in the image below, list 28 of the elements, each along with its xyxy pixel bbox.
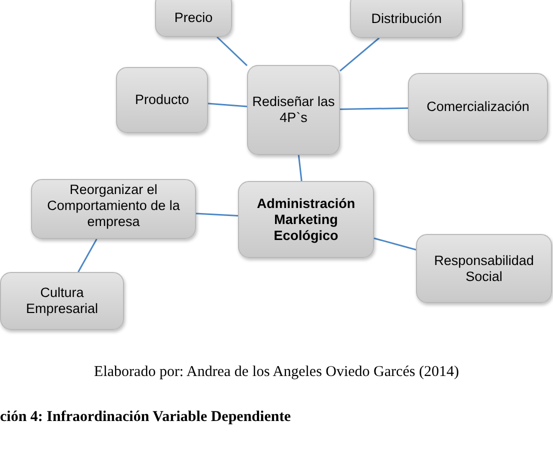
node-label: Responsabilidad Social — [433, 252, 535, 284]
connector-line — [340, 107, 408, 110]
rounded-box — [247, 65, 340, 155]
node-label: Producto — [134, 92, 190, 108]
rounded-box — [238, 181, 374, 258]
rounded-box — [350, 0, 463, 38]
node-label: Administración Marketing Ecológico — [256, 196, 356, 244]
rounded-box — [0, 272, 124, 330]
connector-line — [340, 37, 380, 72]
connector-line — [78, 238, 98, 272]
connector-line — [298, 154, 302, 182]
node-label: Precio — [174, 10, 213, 26]
connector-line — [374, 238, 416, 250]
rounded-box — [116, 67, 208, 133]
caption: Elaborado por: Andrea de los Angeles Oviedo Garcés (2014) — [93, 364, 460, 381]
node-label: Comercialización — [426, 99, 530, 115]
node-label: Cultura Empresarial — [24, 285, 100, 317]
rounded-box — [31, 179, 196, 239]
rounded-box — [408, 73, 548, 141]
connector-line — [196, 212, 238, 217]
rounded-box — [416, 234, 552, 303]
node-label: Distribución — [371, 11, 442, 27]
connector-line — [208, 102, 248, 108]
node-label: Reorganizar el Comportamiento de la empresa — [46, 182, 181, 230]
connector-line — [216, 36, 248, 66]
node-label: Rediseñar las 4P`s — [252, 94, 335, 126]
rounded-box — [155, 0, 232, 37]
section-heading: ción 4: Infraordinación Variable Dependiente — [0, 409, 291, 426]
